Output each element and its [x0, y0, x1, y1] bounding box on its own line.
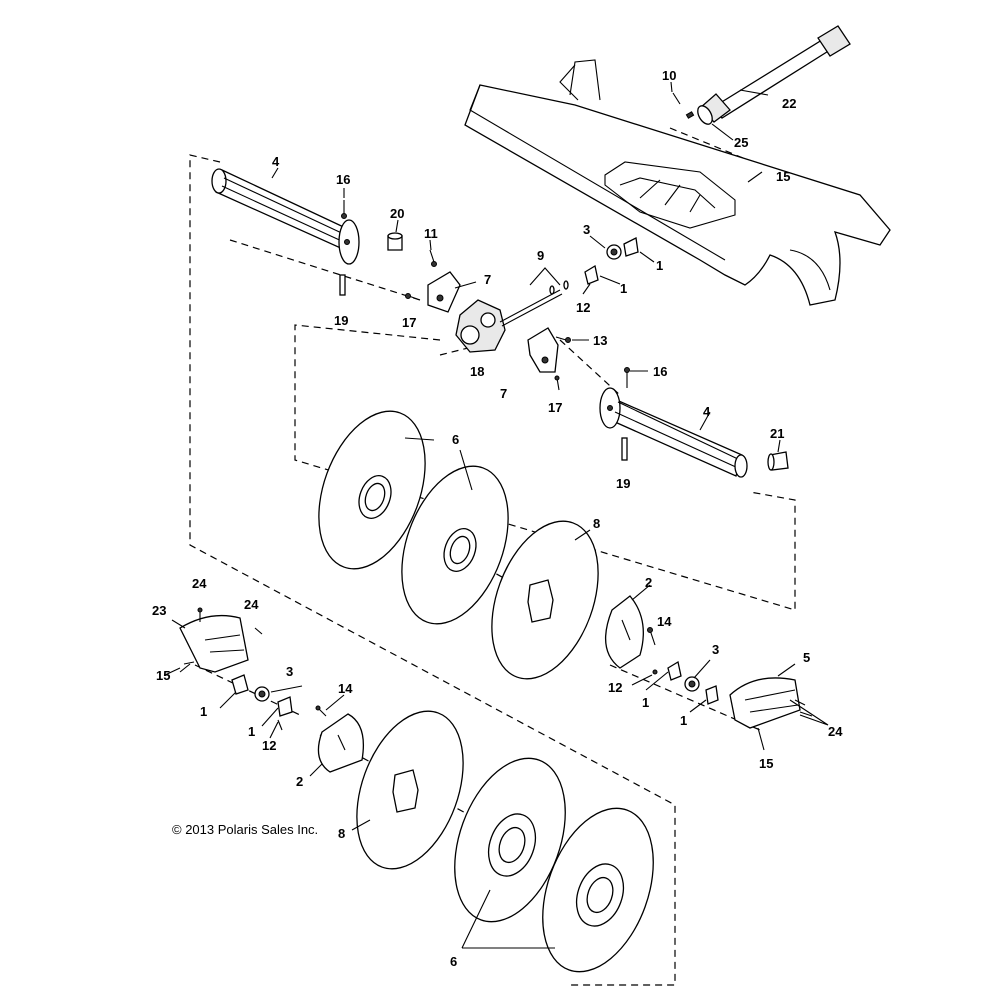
callout-19: 19: [334, 313, 348, 328]
callout-2: 2: [296, 774, 303, 789]
callout-1: 1: [642, 695, 649, 710]
callout-3: 3: [712, 642, 719, 657]
callout-13: 13: [593, 333, 607, 348]
plate-2-upper: [605, 595, 656, 669]
callout-1: 1: [248, 724, 255, 739]
callout-5: 5: [803, 650, 810, 665]
bushing-20: [387, 232, 403, 251]
shaft-hardware-upper: [549, 237, 639, 295]
callout-3: 3: [286, 664, 293, 679]
callout-1: 1: [656, 258, 663, 273]
callout-8: 8: [338, 826, 345, 841]
callout-4: 4: [703, 404, 711, 419]
callout-15: 15: [759, 756, 773, 771]
callout-19: 19: [616, 476, 630, 491]
driveshaft: [672, 25, 851, 125]
callout-18: 18: [470, 364, 484, 379]
callout-15: 15: [776, 169, 790, 184]
callout-4: 4: [272, 154, 280, 169]
bracket-7-lower: [527, 327, 571, 391]
callout-17: 17: [402, 315, 416, 330]
callout-9: 9: [537, 248, 544, 263]
disc-8-lower: [356, 710, 464, 870]
callout-24: 24: [192, 576, 207, 591]
callout-17: 17: [548, 400, 562, 415]
callout-1: 1: [680, 713, 687, 728]
callout-1: 1: [620, 281, 627, 296]
callout-3: 3: [583, 222, 590, 237]
callout-12: 12: [608, 680, 622, 695]
shaft-hardware-right: [652, 660, 813, 751]
callout-7: 7: [500, 386, 507, 401]
auger-tube-left: [211, 168, 360, 296]
callout-1: 1: [200, 704, 207, 719]
shaft-hardware-left: [179, 607, 293, 731]
disc-6-lower-1: [454, 757, 566, 923]
callout-labels: 4 16 20 11 7 9 3 1 1 12 19 17 13 18 16 7…: [152, 68, 843, 969]
callout-8: 8: [593, 516, 600, 531]
callout-23: 23: [152, 603, 166, 618]
callout-20: 20: [390, 206, 404, 221]
leader-lines: [164, 81, 829, 949]
bracket-7-upper: [405, 249, 461, 313]
callout-24: 24: [244, 597, 259, 612]
disc-6-upper-1: [318, 410, 426, 570]
disc-8-upper: [491, 520, 599, 680]
gearbox-18: [455, 289, 563, 353]
callout-12: 12: [576, 300, 590, 315]
disc-6-upper-2: [401, 465, 509, 625]
callout-22: 22: [782, 96, 796, 111]
auger-housing: [464, 59, 891, 306]
callout-15: 15: [156, 668, 170, 683]
callout-25: 25: [734, 135, 748, 150]
callout-11: 11: [424, 226, 438, 241]
callout-21: 21: [770, 426, 784, 441]
callout-14: 14: [657, 614, 672, 629]
callout-12: 12: [262, 738, 276, 753]
callout-7: 7: [484, 272, 491, 287]
callout-24: 24: [828, 724, 843, 739]
callout-16: 16: [653, 364, 667, 379]
callout-2: 2: [645, 575, 652, 590]
plate-2-lower: [315, 705, 365, 773]
callout-6: 6: [450, 954, 457, 969]
callout-16: 16: [336, 172, 350, 187]
auger-tube-right: [599, 367, 789, 478]
copyright-notice: © 2013 Polaris Sales Inc.: [172, 822, 318, 837]
disc-6-lower-2: [542, 807, 654, 973]
callout-6: 6: [452, 432, 459, 447]
callout-10: 10: [662, 68, 676, 83]
callout-14: 14: [338, 681, 353, 696]
